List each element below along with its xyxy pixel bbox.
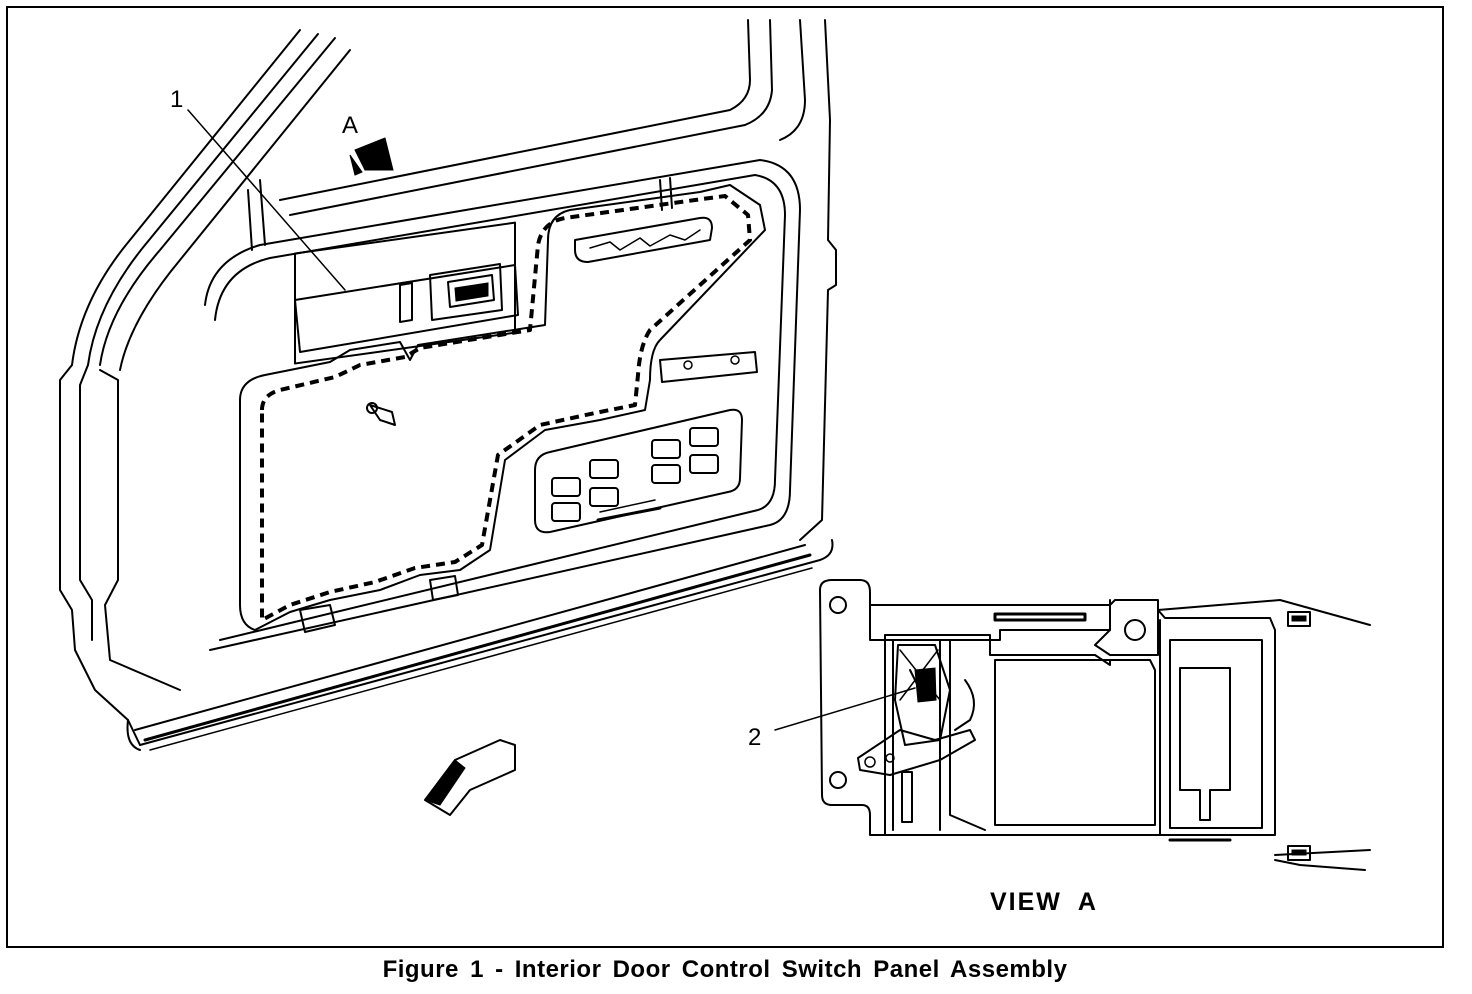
view-a-label: VIEW A <box>990 888 1098 916</box>
callout-2-label: 2 <box>748 724 762 751</box>
figure-caption: Figure 1 - Interior Door Control Switch … <box>382 956 1068 983</box>
view-a-arrow <box>349 137 394 176</box>
window-switch-buttons <box>551 427 719 522</box>
front-direction-arrow <box>424 739 516 816</box>
view-a-detail <box>819 579 1371 871</box>
view-a-marker-label: A <box>342 112 359 139</box>
door-body <box>59 19 837 751</box>
callout-2-leader <box>774 687 916 731</box>
callout-1-leader <box>187 109 346 291</box>
callout-1-label: 1 <box>170 86 184 113</box>
figure-frame <box>6 6 1444 948</box>
